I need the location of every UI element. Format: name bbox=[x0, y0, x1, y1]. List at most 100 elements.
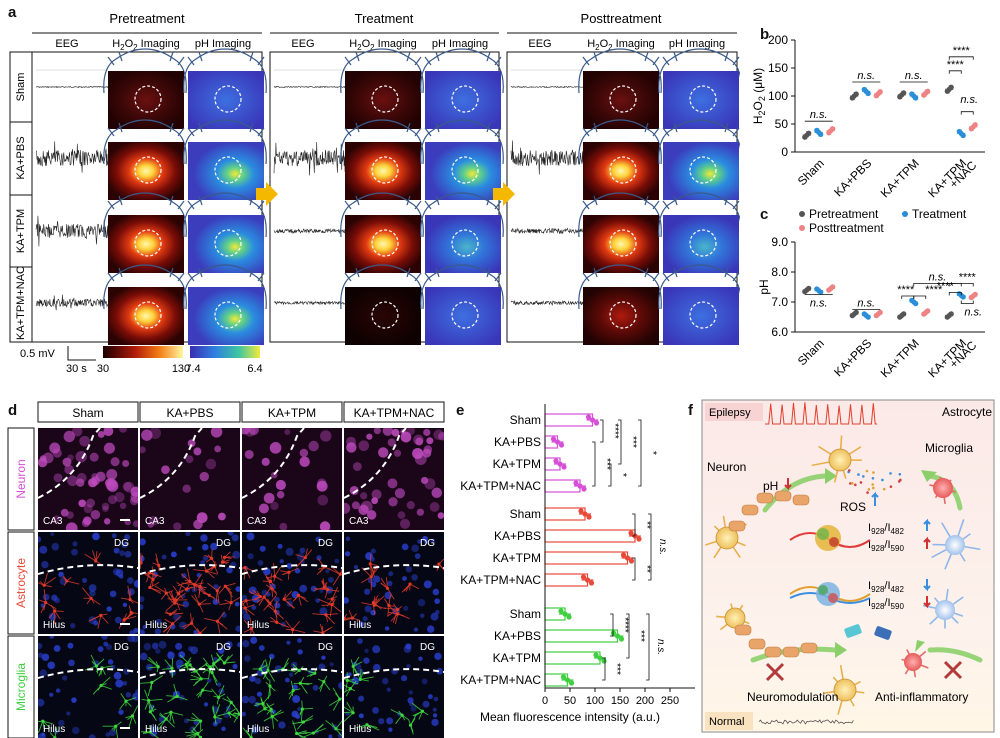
ph-min: 7.4 bbox=[185, 363, 200, 375]
data-point bbox=[960, 132, 966, 139]
ph-brain-image bbox=[420, 264, 504, 345]
significance-label: *** bbox=[627, 436, 638, 448]
data-point bbox=[948, 311, 954, 317]
bar-category-label: KA+PBS bbox=[494, 435, 541, 449]
region-label: CA3 bbox=[145, 516, 165, 527]
significance-label: n.s. bbox=[857, 70, 875, 82]
panel-e-chart: ShamKA+PBSKA+TPMKA+TPM+NACShamKA+PBSKA+T… bbox=[460, 404, 695, 724]
data-point bbox=[853, 91, 859, 97]
bar-category-label: KA+TPM bbox=[493, 457, 541, 471]
panel-f-label: f bbox=[688, 402, 693, 419]
data-point bbox=[601, 658, 607, 664]
arrow-down-icon bbox=[784, 478, 792, 491]
ph-brain-image bbox=[658, 264, 740, 345]
y-axis-label: pH bbox=[757, 279, 771, 294]
significance-bracket bbox=[610, 613, 614, 637]
significance-label: **** bbox=[937, 280, 955, 292]
epilepsy-tag bbox=[705, 403, 763, 421]
eeg-trace bbox=[510, 227, 584, 235]
bar bbox=[544, 413, 594, 427]
ros-particle bbox=[854, 483, 857, 487]
row-label-katpm: KA+TPM bbox=[15, 209, 27, 253]
x-axis-label: Mean fluorescence intensity (a.u.) bbox=[480, 710, 660, 724]
data-point bbox=[865, 90, 871, 97]
h2o2-brain-image bbox=[103, 119, 187, 200]
anti-inflammatory-label: Anti-inflammatory bbox=[875, 690, 968, 704]
data-point bbox=[560, 674, 567, 680]
significance-label: * bbox=[647, 451, 658, 455]
panel-c-label: c bbox=[760, 206, 769, 223]
eeg-scale-bar: 0.5 mV 30 s bbox=[20, 346, 96, 375]
significance-label: n.s. bbox=[810, 298, 828, 310]
epilepsy-label: Epilepsy bbox=[709, 407, 751, 419]
stage-pretreatment: Pretreatment bbox=[109, 11, 185, 26]
data-point bbox=[818, 131, 824, 138]
h2o2-min: 30 bbox=[97, 363, 109, 375]
arrow-up-icon bbox=[923, 518, 931, 531]
ros-particle bbox=[898, 472, 902, 476]
bar-category-label: Sham bbox=[510, 413, 541, 427]
micrograph-tile: CA3 bbox=[140, 428, 240, 530]
ros-particle bbox=[847, 469, 851, 472]
data-point bbox=[830, 284, 836, 290]
eeg-trace bbox=[36, 141, 109, 173]
data-point bbox=[913, 301, 919, 307]
x-tick-label: KA+PBS bbox=[831, 336, 874, 379]
normal-trace: Normal bbox=[705, 712, 854, 730]
group-header-box bbox=[37, 401, 139, 423]
panel-a-label: a bbox=[8, 4, 17, 21]
y-tick-label: 50 bbox=[775, 117, 789, 131]
eeg-trace bbox=[35, 294, 109, 311]
group-header-box bbox=[241, 401, 343, 423]
axon-chain bbox=[728, 490, 818, 658]
y-tick-label: 6.0 bbox=[771, 325, 788, 339]
significance-bracket bbox=[602, 657, 606, 681]
microglia-cell-icon bbox=[929, 476, 956, 505]
epilepsy-spikes: Epilepsy bbox=[705, 402, 878, 425]
ph-brain-image bbox=[420, 119, 504, 200]
legend-entry: Pretreatment bbox=[809, 207, 879, 221]
x-tick-label: 150 bbox=[611, 695, 629, 707]
y-tick-label: 100 bbox=[768, 89, 788, 103]
ros-label: ROS bbox=[840, 500, 866, 514]
bar bbox=[544, 529, 636, 543]
data-point bbox=[610, 630, 617, 636]
h2o2-brain-image bbox=[340, 119, 424, 200]
h2o2-brain-image bbox=[578, 48, 662, 129]
row-header-box bbox=[7, 635, 35, 738]
significance-bracket bbox=[626, 613, 630, 659]
row-header: Astrocyte bbox=[14, 558, 28, 608]
bar-category-label: Sham bbox=[510, 507, 541, 521]
eeg-trace bbox=[273, 300, 347, 306]
h2o2-colorbar bbox=[103, 346, 183, 358]
eeg-trace bbox=[273, 141, 347, 176]
significance-label: **** bbox=[619, 617, 630, 633]
ph-label: pH bbox=[763, 479, 778, 493]
group-header: KA+TPM+NAC bbox=[354, 406, 435, 420]
ros-particle bbox=[889, 472, 892, 475]
group-header: KA+TPM bbox=[268, 406, 316, 420]
significance-bracket bbox=[648, 513, 652, 581]
data-point bbox=[580, 574, 587, 580]
group-header: Sham bbox=[72, 406, 103, 420]
col-eeg-2: EEG bbox=[291, 38, 314, 50]
column-headers: EEG H2O2 Imaging pH Imaging EEG H2O2 Ima… bbox=[55, 38, 725, 52]
region-label: Hilus bbox=[247, 620, 269, 631]
data-point bbox=[818, 289, 824, 295]
nanoprobe-icons bbox=[789, 525, 871, 606]
bar bbox=[544, 651, 601, 665]
region-label: CA3 bbox=[349, 516, 369, 527]
normal-label: Normal bbox=[709, 716, 744, 728]
microglia-cell-icon bbox=[901, 649, 929, 678]
brain-images bbox=[103, 48, 740, 345]
eeg-trace bbox=[35, 86, 109, 89]
x-tick-label: 0 bbox=[542, 695, 548, 707]
stage-headers: Pretreatment Treatment Posttreatment bbox=[109, 11, 661, 26]
treatment-icons bbox=[765, 624, 963, 682]
significance-bracket bbox=[646, 613, 650, 681]
